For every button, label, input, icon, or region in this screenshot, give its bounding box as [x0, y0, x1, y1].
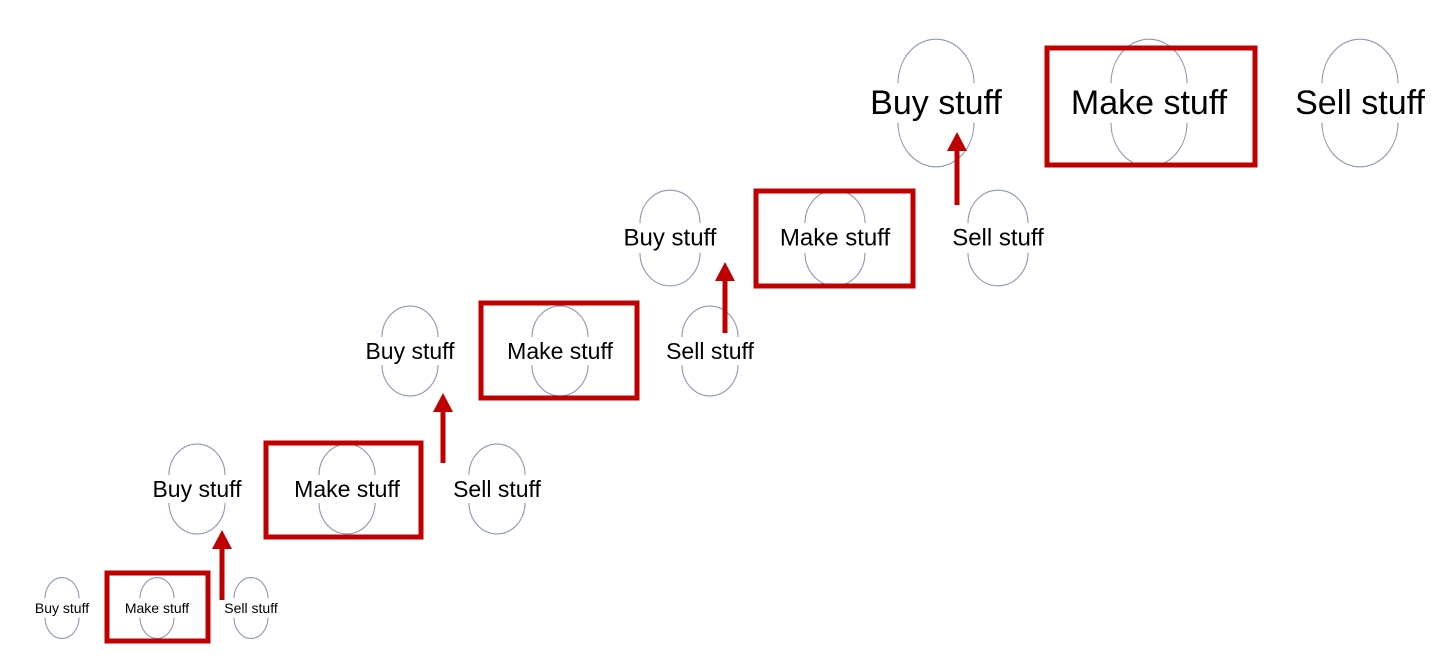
stage-4-make-label: Make stuff: [780, 225, 891, 252]
stage-4-buy-cycle-arc-bottom: [639, 252, 701, 287]
stage-2-make-highlight-box: [263, 440, 424, 540]
stage-3-buy-cycle-arc-bottom: [381, 364, 439, 397]
stage-1-make-label: Make stuff: [125, 600, 189, 616]
up-arrow-icon: [715, 262, 735, 281]
stage-5-sell-cycle-arc-bottom: [1321, 122, 1399, 168]
stage-3-buy-label: Buy stuff: [365, 338, 455, 364]
stage-5-make-cycle-arc-bottom: [1110, 122, 1188, 168]
stage-2-buy-label: Buy stuff: [152, 476, 242, 502]
cycle-arcs-layer: [44, 38, 1399, 639]
stage-4-make-cycle-arc-bottom: [804, 252, 866, 287]
growth-arrow-1: [212, 530, 232, 600]
stage-4-sell-cycle-arc-top: [967, 189, 1029, 224]
up-arrow-icon: [947, 132, 967, 151]
stage-4-sell-label: Sell stuff: [952, 225, 1044, 252]
up-arrow-icon: [433, 393, 453, 412]
stage-2-make-cycle-arc-bottom: [318, 502, 376, 535]
stage-5-buy-cycle-arc-bottom: [897, 122, 975, 168]
stage-5-sell-label: Sell stuff: [1295, 84, 1425, 122]
stage-5-buy-cycle-arc-top: [897, 38, 975, 84]
stage-5-make-highlight-box: [1044, 45, 1258, 168]
stage-3-sell-label: Sell stuff: [666, 338, 754, 364]
stage-5-make-cycle-arc-top: [1110, 38, 1188, 84]
stage-5-sell-cycle-arc-top: [1321, 38, 1399, 84]
stage-1-sell-label: Sell stuff: [224, 600, 278, 616]
stage-1-sell-cycle-arc-top: [233, 577, 269, 599]
stage-2-buy-cycle-arc-top: [168, 443, 226, 476]
stage-1-make-cycle-arc-top: [139, 577, 175, 599]
stage-3-make-label: Make stuff: [507, 338, 613, 364]
stage-3-make-highlight-box: [478, 300, 640, 401]
growth-arrow-2: [433, 393, 453, 463]
stage-2-buy-cycle-arc-bottom: [168, 502, 226, 535]
stage-2-make-cycle-arc-top: [318, 443, 376, 476]
stage-5-buy-label: Buy stuff: [870, 84, 1002, 122]
stage-2-make-label: Make stuff: [294, 476, 400, 502]
stage-3-make-cycle-arc-bottom: [531, 364, 589, 397]
stage-3-buy-cycle-arc-top: [381, 305, 439, 338]
stage-4-sell-cycle-arc-bottom: [967, 252, 1029, 287]
growth-arrows-layer: [212, 132, 967, 600]
growth-arrow-4: [947, 132, 967, 205]
stage-3-make-cycle-arc-top: [531, 305, 589, 338]
stage-2-sell-cycle-arc-top: [468, 443, 526, 476]
stage-1-buy-cycle-arc-bottom: [44, 617, 80, 639]
stage-5-make-label: Make stuff: [1071, 84, 1228, 122]
stage-4-buy-cycle-arc-top: [639, 189, 701, 224]
stage-2-sell-label: Sell stuff: [453, 476, 541, 502]
growth-arrow-3: [715, 262, 735, 333]
stage-1-buy-cycle-arc-top: [44, 577, 80, 599]
stage-4-make-highlight-box: [753, 188, 916, 289]
stage-1-make-cycle-arc-bottom: [139, 617, 175, 639]
stage-3-sell-cycle-arc-bottom: [681, 364, 739, 397]
stage-1-make-highlight-box: [104, 570, 211, 644]
stage-1-sell-cycle-arc-bottom: [233, 617, 269, 639]
stage-3-sell-cycle-arc-top: [681, 305, 739, 338]
up-arrow-icon: [212, 530, 232, 549]
stage-1-buy-label: Buy stuff: [35, 600, 89, 616]
stage-4-buy-label: Buy stuff: [624, 225, 717, 252]
highlight-boxes-layer: [104, 45, 1258, 644]
stage-4-make-cycle-arc-top: [804, 189, 866, 224]
stage-2-sell-cycle-arc-bottom: [468, 502, 526, 535]
